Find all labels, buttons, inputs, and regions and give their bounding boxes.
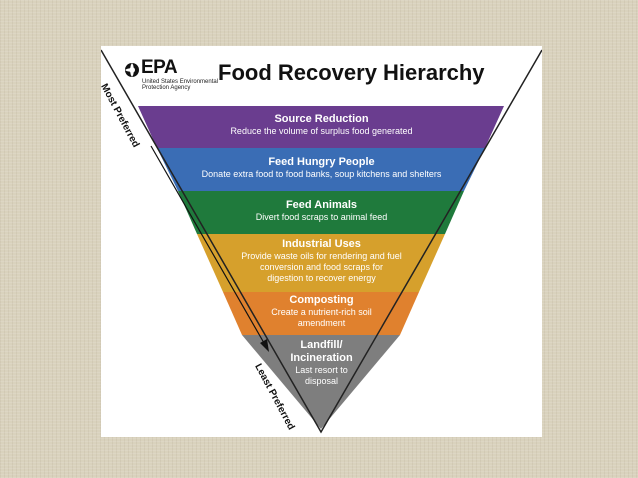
band-composting bbox=[223, 292, 419, 335]
tier-heading: Feed Hungry People bbox=[268, 156, 375, 168]
tier-feed-animals: Feed Animals Divert food scraps to anima… bbox=[101, 199, 542, 223]
triangle-outline bbox=[101, 49, 542, 434]
tier-description: Provide waste oils for rendering and fue… bbox=[241, 251, 402, 283]
epa-flower-icon bbox=[125, 63, 139, 77]
tier-heading: Feed Animals bbox=[285, 199, 358, 211]
tier-feed-hungry-people: Feed Hungry People Donate extra food to … bbox=[101, 156, 542, 180]
tier-composting: Composting Create a nutrient-rich soil a… bbox=[101, 294, 542, 329]
tier-heading: Industrial Uses bbox=[282, 238, 361, 250]
band-feed-hungry-people bbox=[157, 148, 485, 191]
tier-description: Last resort to disposal bbox=[295, 365, 348, 386]
diagram-card: EPA United States Environmental Protecti… bbox=[98, 46, 542, 437]
band-feed-animals bbox=[178, 191, 464, 234]
preference-arrowhead bbox=[260, 339, 269, 352]
tier-industrial-uses: Industrial Uses Provide waste oils for r… bbox=[101, 238, 542, 284]
epa-agency-name: United States Environmental Protection A… bbox=[142, 79, 219, 91]
epa-logo-text: EPA bbox=[141, 57, 178, 78]
tier-landfill-incineration: Landfill/ Incineration Last resort to di… bbox=[101, 339, 542, 387]
tier-heading: Source Reduction bbox=[274, 113, 369, 125]
tier-description: Donate extra food to food banks, soup ki… bbox=[201, 169, 442, 179]
preference-arrow-line bbox=[150, 145, 265, 344]
tier-description: Divert food scraps to animal feed bbox=[255, 212, 388, 222]
band-source-reduction bbox=[138, 106, 504, 148]
tier-source-reduction: Source Reduction Reduce the volume of su… bbox=[101, 113, 542, 137]
tier-heading: Landfill/ Incineration bbox=[290, 339, 353, 364]
tier-heading: Composting bbox=[289, 294, 354, 306]
header: EPA United States Environmental Protecti… bbox=[101, 46, 542, 106]
tier-description: Reduce the volume of surplus food genera… bbox=[230, 126, 413, 136]
tier-description: Create a nutrient-rich soil amendment bbox=[271, 307, 372, 328]
hierarchy-triangle bbox=[101, 49, 542, 434]
band-landfill-incineration bbox=[242, 335, 400, 429]
band-industrial-uses bbox=[197, 234, 445, 292]
diagram-title: Food Recovery Hierarchy bbox=[218, 60, 485, 85]
